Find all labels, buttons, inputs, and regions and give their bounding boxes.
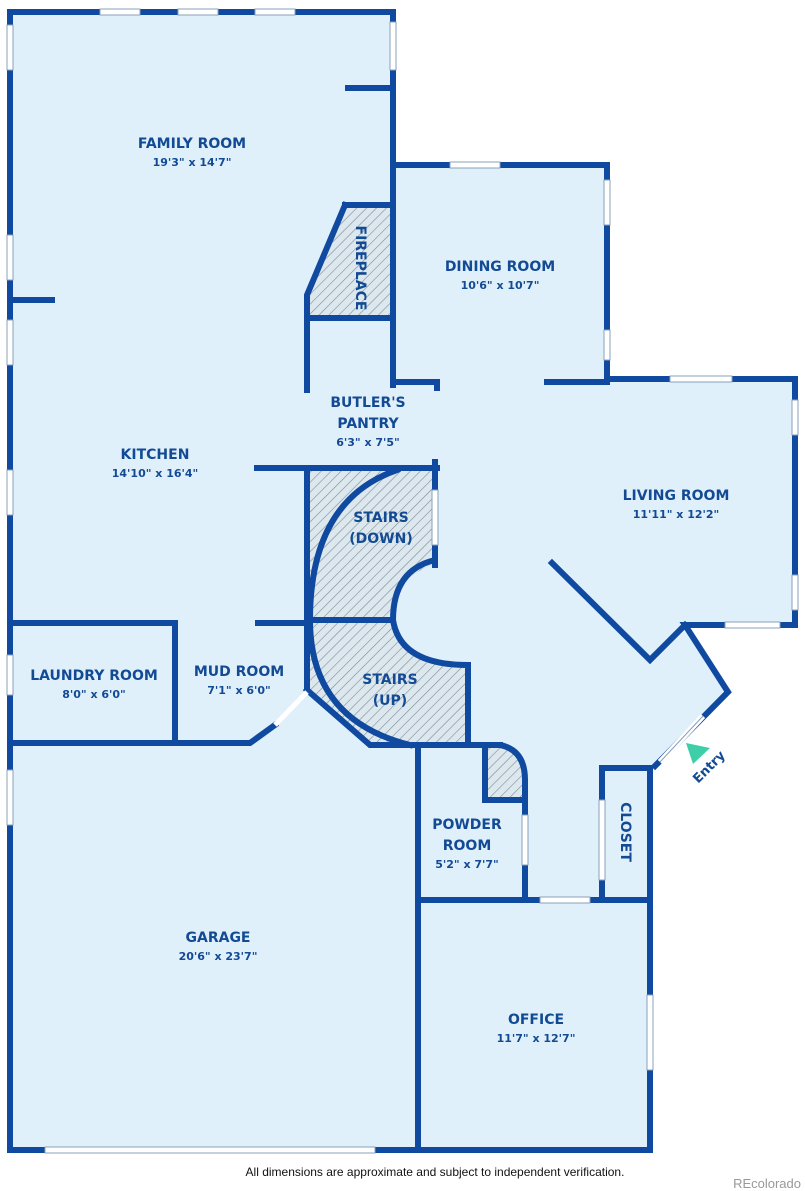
disclaimer-note: All dimensions are approximate and subje… xyxy=(245,1165,625,1179)
stairs-up-label: (UP) xyxy=(373,693,407,709)
entry-marker-icon xyxy=(686,743,710,764)
room-dimensions: 7'1" x 6'0" xyxy=(207,684,271,697)
stairs-down-label: STAIRS xyxy=(353,510,408,526)
walls xyxy=(7,9,798,1153)
room-name: DINING ROOM xyxy=(445,259,555,275)
room-name: MUD ROOM xyxy=(194,664,284,680)
room-dimensions: 11'7" x 12'7" xyxy=(497,1032,576,1045)
room-name: LAUNDRY ROOM xyxy=(30,668,158,684)
room-name: ROOM xyxy=(443,838,492,854)
powder-closet xyxy=(485,745,525,800)
room-name: OFFICE xyxy=(508,1012,564,1028)
room-name: KITCHEN xyxy=(121,447,190,463)
windows xyxy=(6,8,799,1154)
room-dimensions: 5'2" x 7'7" xyxy=(435,858,499,871)
room-name: LIVING ROOM xyxy=(623,488,730,504)
room-name: GARAGE xyxy=(186,930,251,946)
room-name: POWDER xyxy=(432,817,502,833)
stairs-down-label: (DOWN) xyxy=(349,531,412,547)
room-name: FAMILY ROOM xyxy=(138,136,246,152)
room-dimensions: 6'3" x 7'5" xyxy=(336,436,400,449)
room-dimensions: 20'6" x 23'7" xyxy=(179,950,258,963)
room-dimensions: 19'3" x 14'7" xyxy=(153,156,232,169)
room-name: BUTLER'S xyxy=(330,395,405,411)
fireplace xyxy=(307,205,393,318)
stairs-up-label: STAIRS xyxy=(362,672,417,688)
brand-watermark: REcolorado xyxy=(733,1176,801,1191)
closet-label: CLOSET xyxy=(617,802,633,862)
fireplace-label: FIREPLACE xyxy=(352,226,368,311)
room-name: PANTRY xyxy=(337,416,399,432)
room-dimensions: 14'10" x 16'4" xyxy=(112,467,199,480)
room-dimensions: 11'11" x 12'2" xyxy=(633,508,720,521)
room-dimensions: 8'0" x 6'0" xyxy=(62,688,126,701)
room-dimensions: 10'6" x 10'7" xyxy=(461,279,540,292)
